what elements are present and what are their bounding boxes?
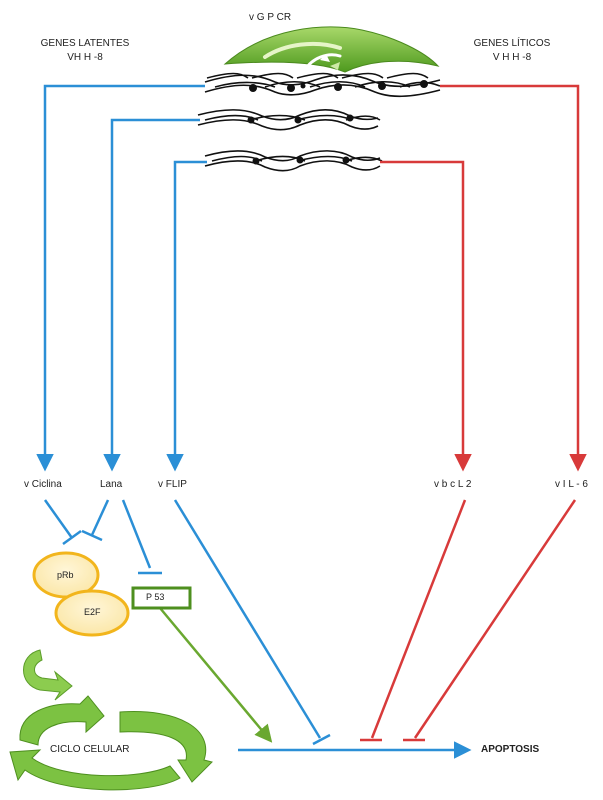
cell-cycle-icon [9,649,213,791]
vgpcr-receptor-icon [223,26,440,73]
apoptosis-label: APOPTOSIS [481,744,540,755]
lytic-genes-header: GENES LÍTICOS V H H -8 [457,37,567,65]
viral-episome-dots-middle [247,114,354,124]
inhibition-lines [43,499,577,746]
p53-box [131,586,192,610]
e2f-node [54,589,130,637]
vgpcr-label: v G P CR [249,12,292,23]
v-bcl2-label: v b c L 2 [434,479,472,490]
arrow-to-v-ciclina [36,84,205,472]
p53-to-apoptosis-arrow [159,607,273,743]
p53-label: P 53 [146,592,165,602]
viral-episome-dots-top [249,80,428,92]
lytic-genes-virus: V H H -8 [492,52,532,63]
viral-episome-coil-top [204,72,441,98]
viral-episome-coil-middle [197,109,381,131]
v-il6-label: v I L - 6 [555,479,588,490]
lytic-gene-arrows [380,84,587,472]
arrow-to-lana [103,118,200,472]
v-flip-label: v FLIP [158,479,187,490]
latent-genes-virus: VH H -8 [67,52,103,63]
latent-genes-header: GENES LATENTES VH H -8 [30,37,140,65]
viral-episome-dots-bottom [252,156,350,165]
latent-genes-title: GENES LATENTES [40,38,130,49]
latent-gene-arrows [36,84,207,472]
prb-label: pRb [57,570,74,580]
lytic-genes-title: GENES LÍTICOS [473,38,551,49]
arrow-to-v-il6 [440,84,587,472]
ciclo-celular-label: CICLO CELULAR [50,744,130,755]
v-ciclina-label: v Ciclina [24,479,62,490]
arrow-to-v-bcl2 [380,160,472,472]
e2f-label: E2F [84,607,101,617]
viral-episome-coil-bottom [204,150,383,172]
arrow-to-v-flip [166,160,207,472]
lana-label: Lana [100,479,123,490]
